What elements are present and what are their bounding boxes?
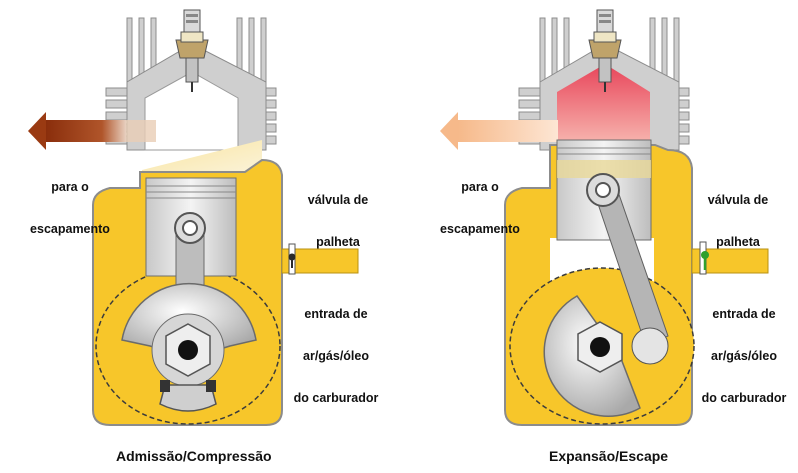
left-intake-label-line2: ar/gás/óleo (303, 349, 369, 363)
left-exhaust-label-line2: escapamento (30, 222, 110, 236)
right-caption: Expansão/Escape (549, 448, 669, 464)
left-reed-valve-icon (288, 243, 296, 275)
left-exhaust-label: para o escapamento (30, 152, 110, 250)
left-crankshaft (121, 282, 257, 412)
left-engine (28, 9, 359, 426)
left-caption: Admissão/Compressão (116, 448, 272, 464)
right-exhaust-label: para o escapamento (440, 152, 520, 250)
right-reed-valve-icon (699, 241, 709, 275)
right-connecting-rod (586, 173, 669, 347)
right-intake-label: entrada de ar/gás/óleo do carburador (694, 279, 794, 419)
right-engine (440, 9, 769, 426)
right-exhaust-label-line2: escapamento (440, 222, 520, 236)
right-valve-label-line1: válvula de (707, 193, 769, 207)
right-intake-label-line3: do carburador (701, 391, 787, 405)
left-exhaust-label-line1: para o (51, 180, 89, 194)
left-intake-label-line1: entrada de (304, 307, 368, 321)
right-piston (556, 139, 652, 241)
left-valve-label-line1: válvula de (307, 193, 369, 207)
right-crankshaft (543, 295, 669, 417)
left-valve-label: válvula de palheta (296, 165, 380, 263)
right-intake-label-line2: ar/gás/óleo (711, 349, 777, 363)
right-exhaust-label-line1: para o (461, 180, 499, 194)
left-valve-label-line2: palheta (316, 235, 360, 249)
left-spark-plug-icon (175, 9, 209, 92)
right-valve-label-line2: palheta (716, 235, 760, 249)
left-intake-label-line3: do carburador (293, 391, 379, 405)
left-intake-label: entrada de ar/gás/óleo do carburador (286, 279, 386, 419)
right-exhaust-arrow (440, 112, 558, 150)
left-exhaust-arrow (28, 112, 156, 150)
right-intake-label-line1: entrada de (712, 307, 776, 321)
right-valve-label: válvula de palheta (696, 165, 780, 263)
right-combustion-chamber (557, 64, 650, 145)
right-spark-plug-icon (588, 9, 622, 92)
